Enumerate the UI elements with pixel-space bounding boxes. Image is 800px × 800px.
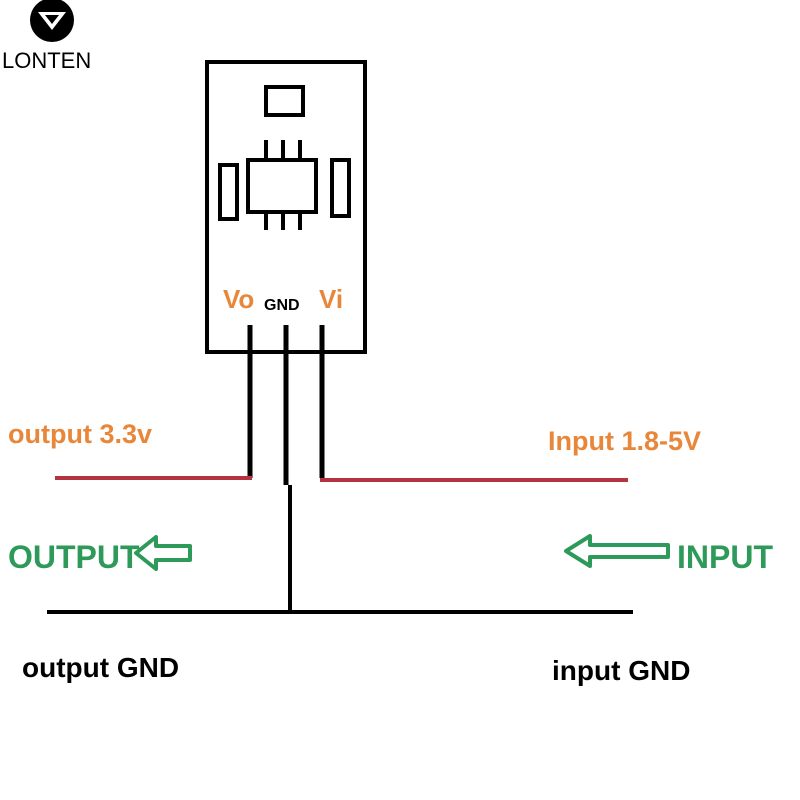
top-smd-component xyxy=(264,85,305,117)
input-voltage-label: Input 1.8-5V xyxy=(548,426,701,456)
logo-inner-shape xyxy=(45,15,59,24)
left-arrow-icon-input xyxy=(564,534,670,568)
input-direction-label: INPUT xyxy=(677,539,773,575)
output-direction-label: OUTPUT xyxy=(8,539,140,575)
right-capacitor xyxy=(330,158,351,218)
module-legs xyxy=(247,325,325,485)
left-capacitor xyxy=(218,163,239,221)
regulator-chip xyxy=(246,158,318,214)
regulator-module: Vo GND Vi xyxy=(205,60,367,354)
left-arrow-icon xyxy=(134,535,192,571)
pin-label-vo: Vo xyxy=(223,284,254,314)
voltage-wires xyxy=(55,476,628,482)
input-gnd-label: input GND xyxy=(552,655,690,686)
output-voltage-label: output 3.3v xyxy=(8,419,152,449)
pin-label-gnd: GND xyxy=(264,297,300,314)
brand-name: LONTEN xyxy=(2,48,91,73)
output-gnd-label: output GND xyxy=(22,652,179,683)
ground-wires xyxy=(47,485,633,614)
brand-logo: LONTEN xyxy=(2,0,91,73)
pin-label-vi: Vi xyxy=(319,284,343,314)
